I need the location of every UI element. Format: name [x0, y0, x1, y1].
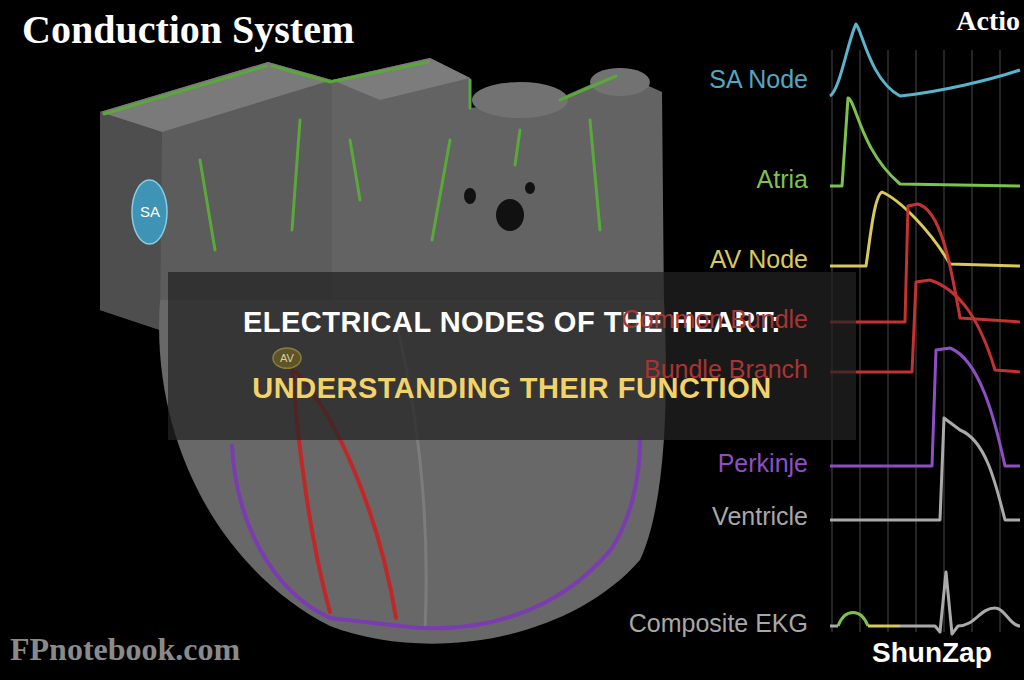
label-holder: Perkinje — [718, 450, 808, 478]
grid-line — [888, 50, 889, 632]
grid-line — [944, 50, 945, 632]
purkinje-trace — [830, 348, 1020, 466]
sa-node: SA — [131, 179, 168, 245]
trace-label: Common Bundle — [622, 306, 808, 334]
grid-line — [860, 50, 861, 632]
bundle-branch-trace — [830, 280, 1020, 372]
node-ellipse — [132, 180, 167, 244]
watermark: ShunZap — [872, 638, 992, 669]
node-label: SA — [140, 203, 160, 220]
internodal-pathways — [104, 62, 616, 250]
label-holder: Actio — [956, 6, 1020, 37]
time-grid — [832, 50, 1000, 632]
label-holder: SA Node — [709, 66, 808, 94]
purkinje-line — [612, 440, 640, 548]
left-atrium-top-face — [332, 58, 470, 100]
chart-heading: Actio — [956, 6, 1020, 37]
label-holder: Composite EKG — [629, 610, 808, 638]
action-potentials — [830, 24, 1020, 634]
label-holder: Bundle Branch — [644, 356, 808, 384]
label-holder: Atria — [757, 166, 808, 194]
vessel-opening — [496, 199, 524, 231]
conduction-fiber — [292, 120, 300, 230]
watermark: FPnotebook.com — [10, 632, 240, 667]
label-holder: ShunZap — [872, 638, 992, 669]
conduction-fiber — [469, 80, 472, 108]
ventricle-trace — [830, 418, 1020, 520]
conduction-fiber — [272, 62, 428, 82]
common-bundle-trace — [830, 204, 1020, 322]
conduction-fiber — [515, 130, 520, 165]
diagram-title: Conduction System — [22, 8, 354, 52]
vessel-opening — [464, 188, 476, 204]
trace-label: Atria — [757, 166, 808, 194]
label-holder: Ventricle — [712, 503, 808, 531]
trace-label: Bundle Branch — [644, 356, 808, 384]
av-trace — [830, 192, 1020, 266]
ekg-pr-segment — [868, 625, 900, 628]
trace-label: Perkinje — [718, 450, 808, 478]
conduction-fiber — [432, 140, 450, 240]
vessel-stub — [472, 82, 568, 118]
conduction-fiber — [200, 160, 215, 250]
trace-label: SA Node — [709, 66, 808, 94]
vessel-opening — [525, 182, 535, 194]
conduction-fiber — [104, 66, 266, 114]
av-node: AV — [272, 347, 302, 369]
node-ellipse — [273, 348, 301, 368]
label-holder: FPnotebook.com — [10, 632, 240, 667]
ekg-trace — [830, 625, 838, 628]
node-label: AV — [280, 352, 294, 365]
label-holder: Common Bundle — [622, 306, 808, 334]
trace-label: Composite EKG — [629, 610, 808, 638]
title-block: Conduction System — [22, 8, 354, 52]
trace-label: AV Node — [710, 246, 808, 274]
grid-line — [916, 50, 917, 632]
grid-line — [1000, 50, 1001, 632]
ekg-trace — [900, 572, 1020, 634]
conduction-fiber — [560, 76, 616, 100]
trace-label: Ventricle — [712, 503, 808, 531]
atria-trace — [830, 98, 1020, 186]
grid-line — [972, 50, 973, 632]
conduction-fiber — [350, 140, 360, 200]
conduction-fiber — [590, 120, 600, 230]
ekg-p-wave — [838, 613, 868, 627]
label-holder: AV Node — [710, 246, 808, 274]
purkinje-fibers — [232, 440, 640, 628]
purkinje-line — [232, 446, 612, 628]
